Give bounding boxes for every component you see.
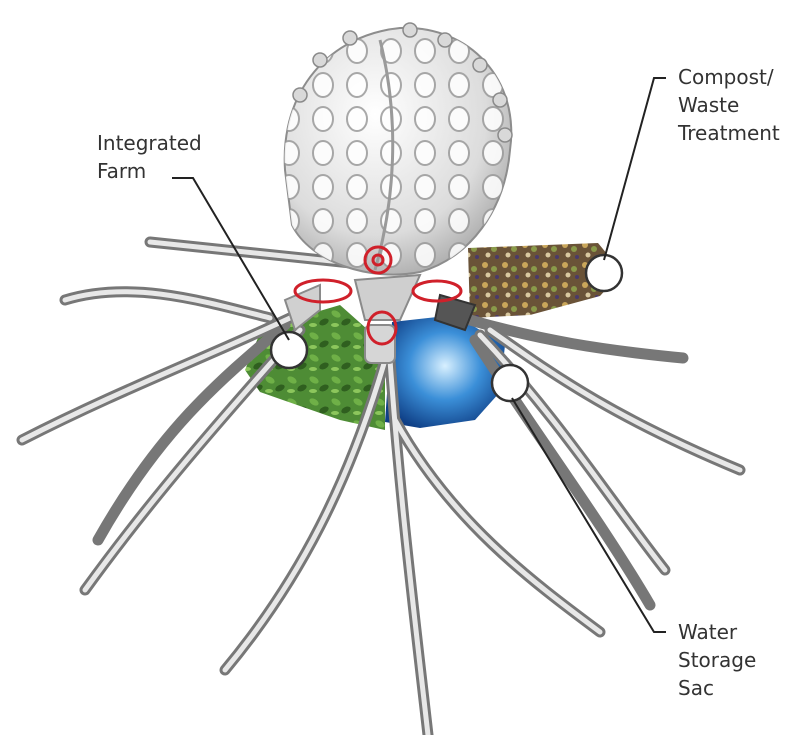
marker-circle-water [492, 365, 528, 401]
label-compost-line2: Waste [678, 91, 780, 119]
marker-circle-farm [271, 332, 307, 368]
label-compost-waste-treatment: Compost/ Waste Treatment [678, 63, 780, 147]
tentacle-pipe-8 [395, 420, 600, 632]
label-compost-line1: Compost/ [678, 63, 780, 91]
label-compost-line3: Treatment [678, 119, 780, 147]
valve-highlight-left [295, 280, 351, 302]
label-integrated-farm: Integrated Farm [97, 129, 202, 185]
leader-line-compost [604, 78, 666, 260]
label-water-storage-sac: Water Storage Sac [678, 618, 756, 702]
valve-highlight-right [413, 281, 461, 301]
label-farm-line1: Integrated [97, 129, 202, 157]
label-water-line1: Water [678, 618, 756, 646]
marker-circle-compost [586, 255, 622, 291]
label-water-line3: Sac [678, 674, 756, 702]
label-water-line2: Storage [678, 646, 756, 674]
label-farm-line2: Farm [97, 157, 202, 185]
